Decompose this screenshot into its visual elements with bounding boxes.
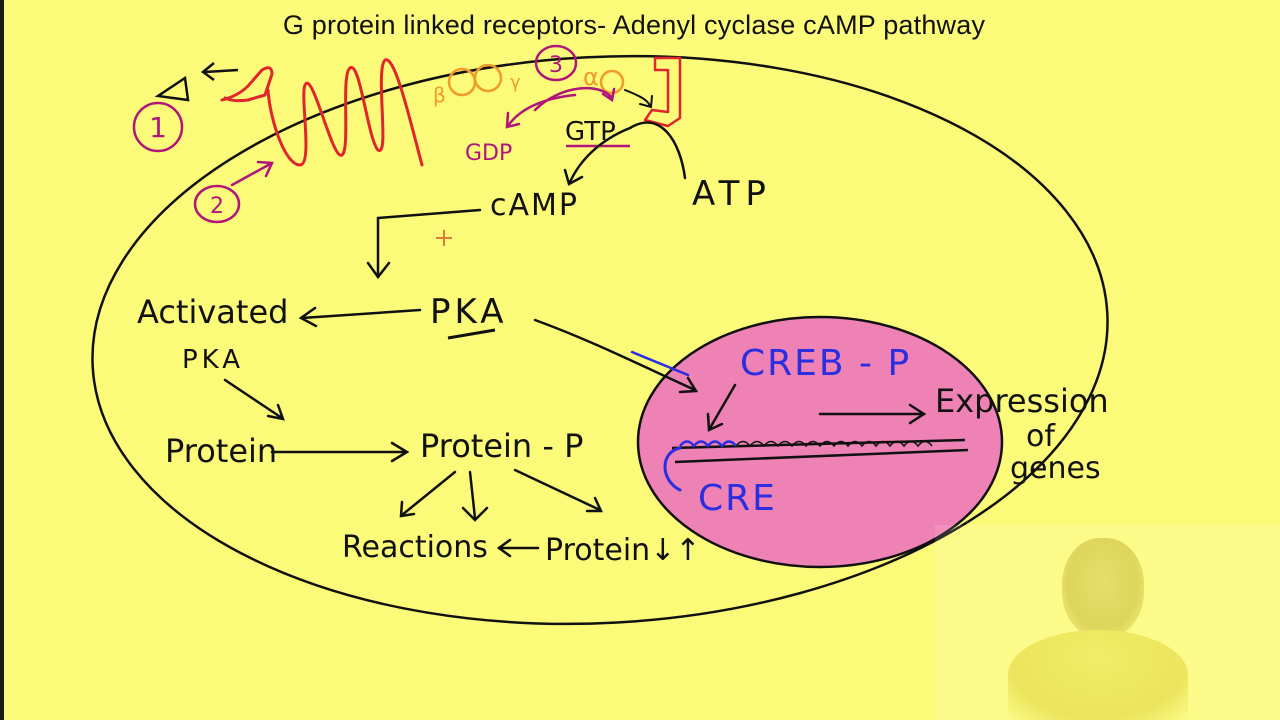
step-3-label: 3	[549, 53, 563, 78]
gpcr-receptor	[220, 58, 424, 167]
svg-text:β: β	[433, 83, 446, 107]
alpha-cyclase-link	[624, 89, 653, 109]
adenylyl-cyclase	[643, 56, 682, 128]
cell-membrane	[91, 54, 1109, 626]
cursor-crosshair	[436, 230, 452, 246]
presenter-webcam-overlay	[935, 525, 1280, 720]
pka-to-activated-arrow	[298, 306, 422, 328]
protein-label: Protein	[165, 432, 277, 470]
branch-right-arrow	[513, 468, 603, 513]
ligand-arrow	[200, 62, 239, 82]
branch-left-arrow	[399, 470, 457, 518]
gtp-label: GTP	[565, 117, 616, 147]
nucleus-entry-marker	[630, 350, 690, 377]
branch-middle-arrow	[461, 470, 489, 522]
svg-text:γ: γ	[510, 72, 521, 93]
atp-to-camp-arrow	[563, 121, 687, 186]
reactions-label: Reactions	[342, 530, 488, 565]
transcription-arrow	[818, 403, 927, 425]
gtp-to-gdp-arrow	[505, 93, 577, 129]
step-3-badge: 3	[534, 44, 578, 82]
gdp-label: GDP	[465, 141, 512, 166]
protein-updown-label: Protein↓↑	[545, 533, 700, 568]
genes-label: genes	[1010, 451, 1101, 486]
camp-label: cAMP	[490, 188, 579, 223]
activated-pka-to-protein-arrow	[223, 378, 285, 421]
g-protein-subunits: β γ α	[433, 63, 625, 107]
step-2-arrow	[230, 160, 274, 187]
window-edge	[0, 0, 4, 720]
step-2-label: 2	[210, 194, 224, 219]
activated-pka-label: PKA	[182, 345, 244, 375]
ligand-triangle	[154, 75, 190, 102]
presenter-head	[1062, 538, 1144, 638]
atp-label: ATP	[692, 174, 772, 214]
pka-label: PKA	[430, 292, 507, 332]
presenter-body	[1008, 630, 1188, 720]
svg-text:α: α	[583, 63, 599, 91]
protein-p-label: Protein - P	[420, 427, 583, 465]
pka-underline	[447, 328, 496, 340]
activated-label: Activated	[137, 293, 288, 331]
step-2-badge: 2	[193, 184, 241, 224]
protein-to-protein-p-arrow	[270, 441, 410, 463]
pka-to-nucleus-arrow	[533, 318, 699, 394]
alpha-to-cyclase-arrow	[533, 86, 616, 112]
dna-strand	[671, 438, 969, 464]
of-label: of	[1026, 419, 1056, 454]
step-1-label: 1	[149, 111, 167, 144]
protein-to-reactions-arrow	[496, 538, 540, 558]
step-1-badge: 1	[132, 101, 184, 153]
slide-title: G protein linked receptors- Adenyl cycla…	[282, 10, 986, 40]
nucleus	[636, 315, 1004, 569]
cre-bracket	[663, 446, 682, 492]
expression-label: Expression	[935, 382, 1109, 420]
creb-to-dna-arrow	[706, 383, 737, 432]
cre-label: CRE	[698, 478, 777, 519]
creb-p-label: CREB - P	[740, 343, 911, 384]
camp-to-pka-arrow	[366, 208, 482, 280]
